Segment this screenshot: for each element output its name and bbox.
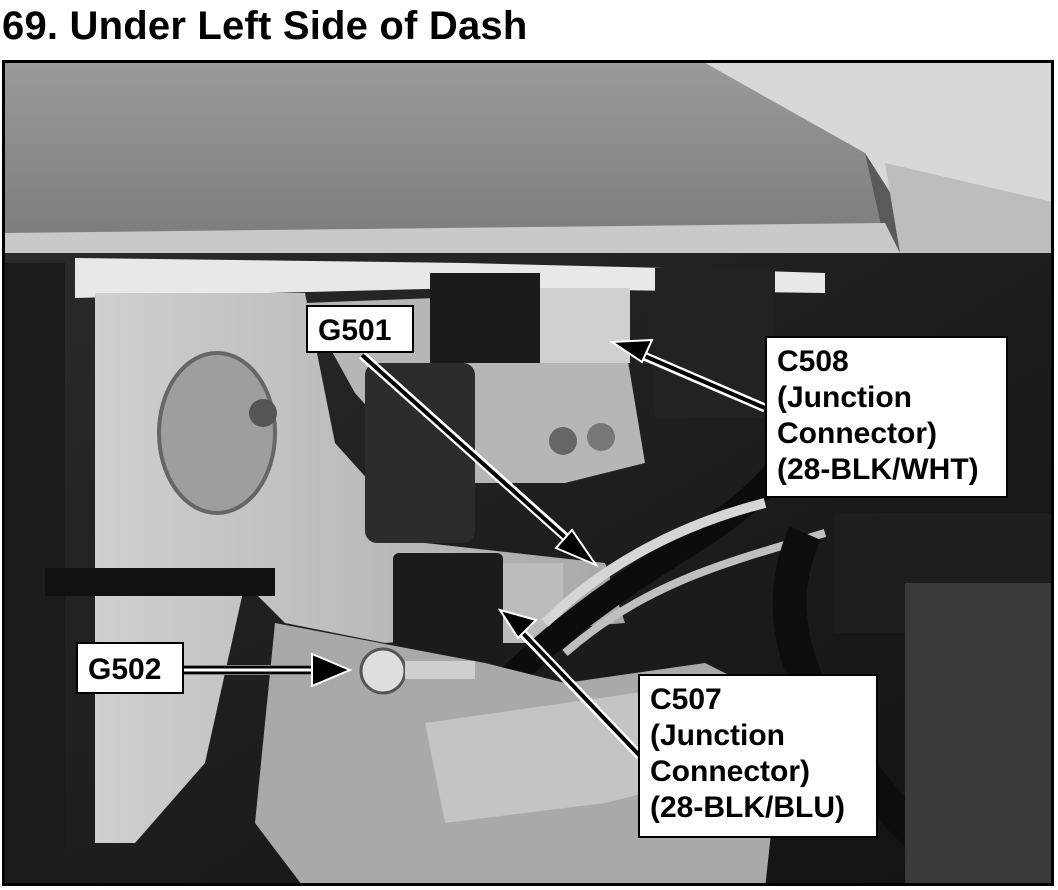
- callout-g501-line: G501: [318, 314, 392, 347]
- callout-c508-line: C508: [777, 345, 849, 378]
- callout-c508-line: (Junction: [777, 381, 912, 414]
- callout-c508-line: Connector): [777, 417, 937, 450]
- callout-g501: G501: [306, 305, 414, 353]
- callout-c507: C507 (Junction Connector) (28-BLK/BLU): [638, 674, 878, 838]
- callout-c508-line: (28-BLK/WHT): [777, 453, 979, 486]
- callout-g502: G502: [76, 642, 184, 694]
- callout-c507-line: C507: [650, 683, 722, 716]
- callout-c508: C508 (Junction Connector) (28-BLK/WHT): [765, 336, 1008, 498]
- callout-g502-line: G502: [88, 653, 162, 686]
- callout-c507-line: Connector): [650, 755, 810, 788]
- callout-c507-line: (Junction: [650, 719, 785, 752]
- callout-c507-line: (28-BLK/BLU): [650, 791, 845, 824]
- page-title: 69. Under Left Side of Dash: [2, 4, 528, 48]
